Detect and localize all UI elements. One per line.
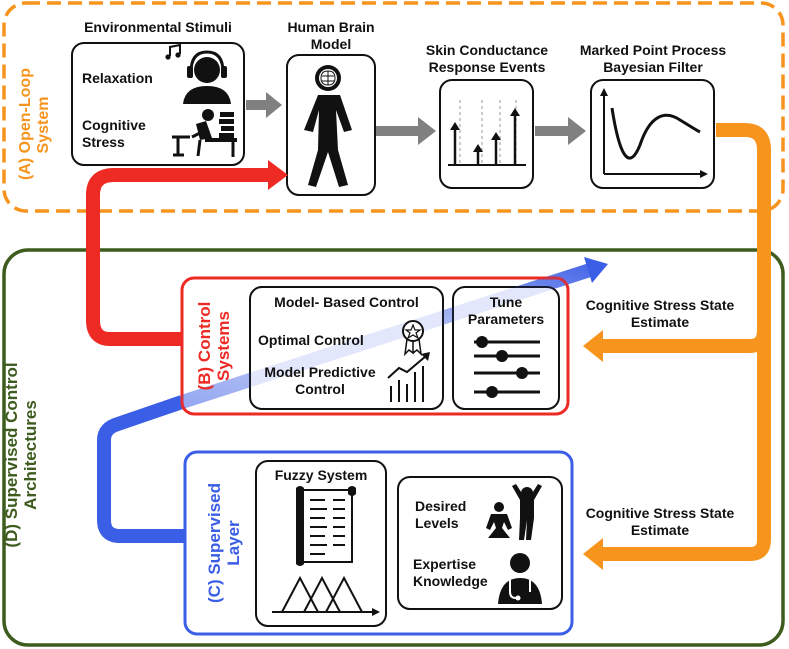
red-arrowhead <box>268 160 288 190</box>
tune-parameters-line2: Parameters <box>467 311 545 327</box>
estimate-lower-label: Cognitive Stress State Estimate <box>570 505 750 539</box>
tune-parameters-label: Tune Parameters <box>453 294 559 328</box>
blue-diagonal-overlay <box>179 263 593 409</box>
membership-functions-icon <box>272 575 380 616</box>
fuzzy-system-label: Fuzzy System <box>274 467 368 483</box>
red-control-feedback-path <box>86 168 270 346</box>
arrow-scr-to-filter <box>535 117 586 145</box>
estimate-upper-line2: Estimate <box>630 314 690 330</box>
supervised-control-title: (D) Supervised Control Architectures <box>2 340 42 570</box>
tune-parameters-line1: Tune <box>489 294 523 310</box>
arrow-brain-to-scr <box>376 117 436 145</box>
brain-model-line2: Model <box>310 36 352 52</box>
optimal-control-label: Optimal Control <box>258 332 364 348</box>
fuzzy-rules-document-icon <box>296 486 356 566</box>
estimate-lower-line2: Estimate <box>630 522 690 538</box>
open-loop-title: (A) Open-Loop System <box>17 68 53 180</box>
model-based-control-label: Model- Based Control <box>274 294 419 310</box>
supervised-control-line1: (D) Supervised Control <box>2 362 21 548</box>
growth-chart-icon <box>387 352 430 402</box>
scr-events-label: Skin Conductance Response Events <box>412 42 562 76</box>
control-systems-line2: Systems <box>214 311 233 381</box>
open-loop-title-line2: System <box>35 96 52 154</box>
arrow-stimuli-to-brain <box>246 92 282 118</box>
cognitive-stress-line2: Stress <box>82 134 125 150</box>
orange-arrowhead-lower <box>583 538 603 570</box>
desired-levels-people-icon <box>486 484 542 540</box>
brain-model-label: Human Brain Model <box>271 19 391 53</box>
orange-arrowhead-upper <box>583 330 603 362</box>
control-systems-title: (B) Control Systems <box>195 291 235 401</box>
open-loop-container <box>2 1 785 213</box>
cognitive-stress-line1: Cognitive <box>82 117 146 133</box>
human-figure-icon <box>304 65 352 187</box>
supervised-control-container <box>2 248 785 647</box>
cognitive-stress-label: Cognitive Stress <box>82 117 146 151</box>
stimuli-heading: Environmental Stimuli <box>84 19 232 35</box>
filter-box <box>590 79 715 189</box>
model-based-control-box <box>249 286 444 410</box>
filter-line1: Marked Point Process <box>579 42 727 58</box>
brain-model-line1: Human Brain <box>287 19 375 35</box>
mpc-label: Model Predictive Control <box>254 364 386 398</box>
blue-supervisor-path <box>97 395 198 543</box>
scr-events-plot-icon <box>448 100 526 166</box>
desired-levels-line1: Desired <box>415 498 467 514</box>
supervised-layer-title: (C) Supervised Layer <box>205 478 245 608</box>
supervised-control-line2: Architectures <box>21 400 40 510</box>
expertise-knowledge-line2: Knowledge <box>413 573 488 589</box>
mpc-line1: Model Predictive <box>264 364 376 380</box>
headphones-listener-icon <box>183 50 231 104</box>
supervised-layer-line1: (C) Supervised <box>205 483 224 603</box>
expertise-knowledge-label: Expertise Knowledge <box>413 556 488 590</box>
filter-line2: Bayesian Filter <box>603 59 703 75</box>
slider-controls-icon <box>474 336 540 398</box>
control-systems-box <box>180 276 570 416</box>
expertise-knowledge-line1: Expertise <box>413 556 477 572</box>
music-note-icon <box>165 43 181 60</box>
estimate-upper-label: Cognitive Stress State Estimate <box>570 297 750 331</box>
estimate-upper-line1: Cognitive Stress State <box>585 297 735 313</box>
filter-curve-plot-icon <box>600 88 708 178</box>
supervised-layer-line2: Layer <box>224 520 243 566</box>
blue-arrowhead <box>584 257 608 283</box>
open-loop-title-line1: (A) Open-Loop <box>17 68 34 180</box>
control-systems-line1: (B) Control <box>195 301 214 391</box>
estimate-lower-line1: Cognitive Stress State <box>585 505 735 521</box>
relaxation-label: Relaxation <box>82 70 153 86</box>
scr-events-line2: Response Events <box>428 59 546 75</box>
stressed-worker-desk-icon <box>172 109 237 157</box>
desired-levels-line2: Levels <box>415 515 459 531</box>
orange-branch-upper <box>600 329 771 353</box>
tune-parameters-box <box>452 286 560 410</box>
mpc-line2: Control <box>295 381 345 397</box>
award-medal-icon <box>402 320 424 357</box>
scr-events-box <box>439 79 534 189</box>
filter-label: Marked Point Process Bayesian Filter <box>568 42 738 76</box>
doctor-expert-icon <box>498 553 542 604</box>
scr-events-line1: Skin Conductance <box>425 42 549 58</box>
desired-levels-label: Desired Levels <box>415 498 466 532</box>
